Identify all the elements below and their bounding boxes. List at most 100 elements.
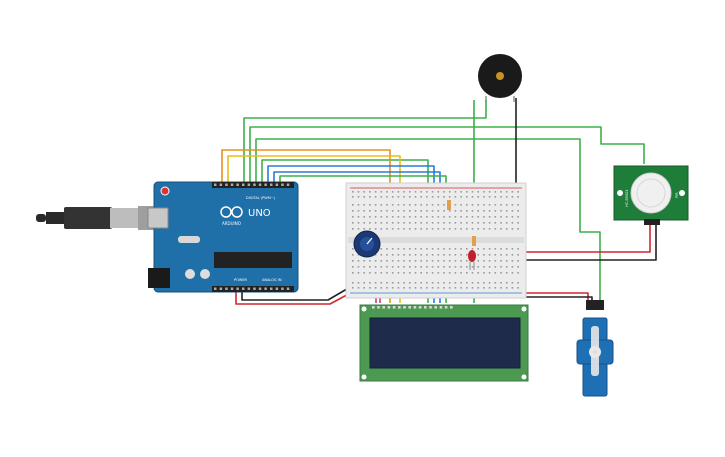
- pin-hole: [397, 210, 400, 212]
- pin-hole: [414, 222, 417, 224]
- pin-hole: [386, 222, 388, 224]
- pin-hole: [505, 272, 508, 274]
- pin-hole: [454, 210, 457, 212]
- pin-hole: [488, 204, 491, 206]
- pin-hole: [437, 204, 440, 206]
- pin-hole: [448, 191, 451, 193]
- pin-hole: [431, 287, 434, 289]
- pin-hole: [357, 204, 360, 206]
- pin-hole: [386, 210, 388, 212]
- reset-button[interactable]: [160, 186, 170, 196]
- pin-hole: [357, 254, 360, 256]
- pin-hole: [426, 254, 428, 256]
- pin-hole: [505, 222, 508, 224]
- pin-hole: [500, 248, 502, 250]
- pin-hole: [391, 222, 394, 224]
- pin-hole: [420, 216, 422, 218]
- pin-hole: [426, 222, 428, 224]
- pin-hole: [431, 266, 434, 268]
- servo-motor[interactable]: [576, 300, 614, 397]
- pin-hole: [374, 282, 377, 284]
- pin-hole: [409, 210, 411, 212]
- pin-hole: [431, 196, 434, 198]
- pin-hole: [483, 272, 485, 274]
- pin-hole: [460, 191, 462, 193]
- pin-hole: [391, 216, 394, 218]
- pin-hole: [477, 210, 479, 212]
- potentiometer-icon[interactable]: [353, 230, 381, 258]
- pin-hole: [374, 260, 377, 262]
- pir-sensor[interactable]: HC-SR501 PIR: [613, 165, 689, 225]
- pin-hole: [454, 260, 457, 262]
- pin-hole: [511, 222, 514, 224]
- pin-hole: [505, 228, 508, 230]
- pin-hole: [477, 228, 479, 230]
- pin-hole: [517, 248, 519, 250]
- pin-hole: [397, 254, 400, 256]
- pin-hole: [352, 210, 354, 212]
- pin-hole: [483, 204, 485, 206]
- pin-hole: [357, 191, 360, 193]
- pin-hole: [369, 272, 371, 274]
- pin-hole: [253, 287, 256, 290]
- pin-hole: [448, 272, 451, 274]
- pin-hole: [409, 196, 411, 198]
- pin-hole: [420, 191, 422, 193]
- pin-hole: [471, 210, 474, 212]
- pin-hole: [426, 196, 428, 198]
- lcd-display[interactable]: [359, 304, 529, 382]
- pir-label-right: PIR: [675, 192, 679, 198]
- pin-hole: [275, 287, 279, 290]
- pin-hole: [448, 210, 451, 212]
- pin-hole: [236, 287, 239, 290]
- wire-green-pir: [249, 126, 645, 186]
- pin-hole: [374, 216, 377, 218]
- pin-hole: [426, 272, 428, 274]
- pin-hole: [454, 204, 457, 206]
- pin-hole: [357, 216, 360, 218]
- pin-hole: [253, 183, 256, 186]
- pin-hole: [439, 306, 443, 309]
- pin-hole: [363, 204, 365, 206]
- pin-hole: [511, 287, 514, 289]
- pin-hole: [414, 216, 417, 218]
- pin-hole: [488, 287, 491, 289]
- pin-hole: [420, 222, 422, 224]
- piezo-buzzer[interactable]: [478, 54, 522, 102]
- pin-hole: [517, 287, 519, 289]
- pin-hole: [488, 191, 491, 193]
- breadboard[interactable]: [345, 182, 527, 299]
- pin-hole: [448, 287, 451, 289]
- pin-hole: [414, 260, 417, 262]
- arduino-uno-board[interactable]: UNO ARDUINO DIGITAL (PWM~) POWER ANALOG …: [147, 181, 299, 293]
- pin-hole: [386, 191, 388, 193]
- pin-hole: [477, 191, 479, 193]
- pin-hole: [409, 254, 411, 256]
- pin-hole: [363, 210, 365, 212]
- pin-hole: [352, 272, 354, 274]
- pin-hole: [505, 254, 508, 256]
- pin-hole: [488, 228, 491, 230]
- pin-hole: [454, 228, 457, 230]
- pin-hole: [357, 260, 360, 262]
- pin-hole: [352, 228, 354, 230]
- pin-hole: [460, 222, 462, 224]
- pin-hole: [460, 228, 462, 230]
- pin-hole: [431, 210, 434, 212]
- pin-hole: [494, 272, 497, 274]
- pin-hole: [460, 287, 462, 289]
- pin-hole: [391, 254, 394, 256]
- pin-hole: [443, 196, 445, 198]
- pin-hole: [466, 254, 468, 256]
- pin-hole: [471, 222, 474, 224]
- pin-hole: [494, 210, 497, 212]
- pin-hole: [387, 306, 391, 309]
- pin-hole: [352, 282, 354, 284]
- pin-hole: [500, 222, 502, 224]
- pin-hole: [494, 266, 497, 268]
- pin-hole: [494, 196, 497, 198]
- pin-hole: [494, 204, 497, 206]
- pin-hole: [431, 222, 434, 224]
- pin-hole: [431, 204, 434, 206]
- pin-hole: [380, 248, 383, 250]
